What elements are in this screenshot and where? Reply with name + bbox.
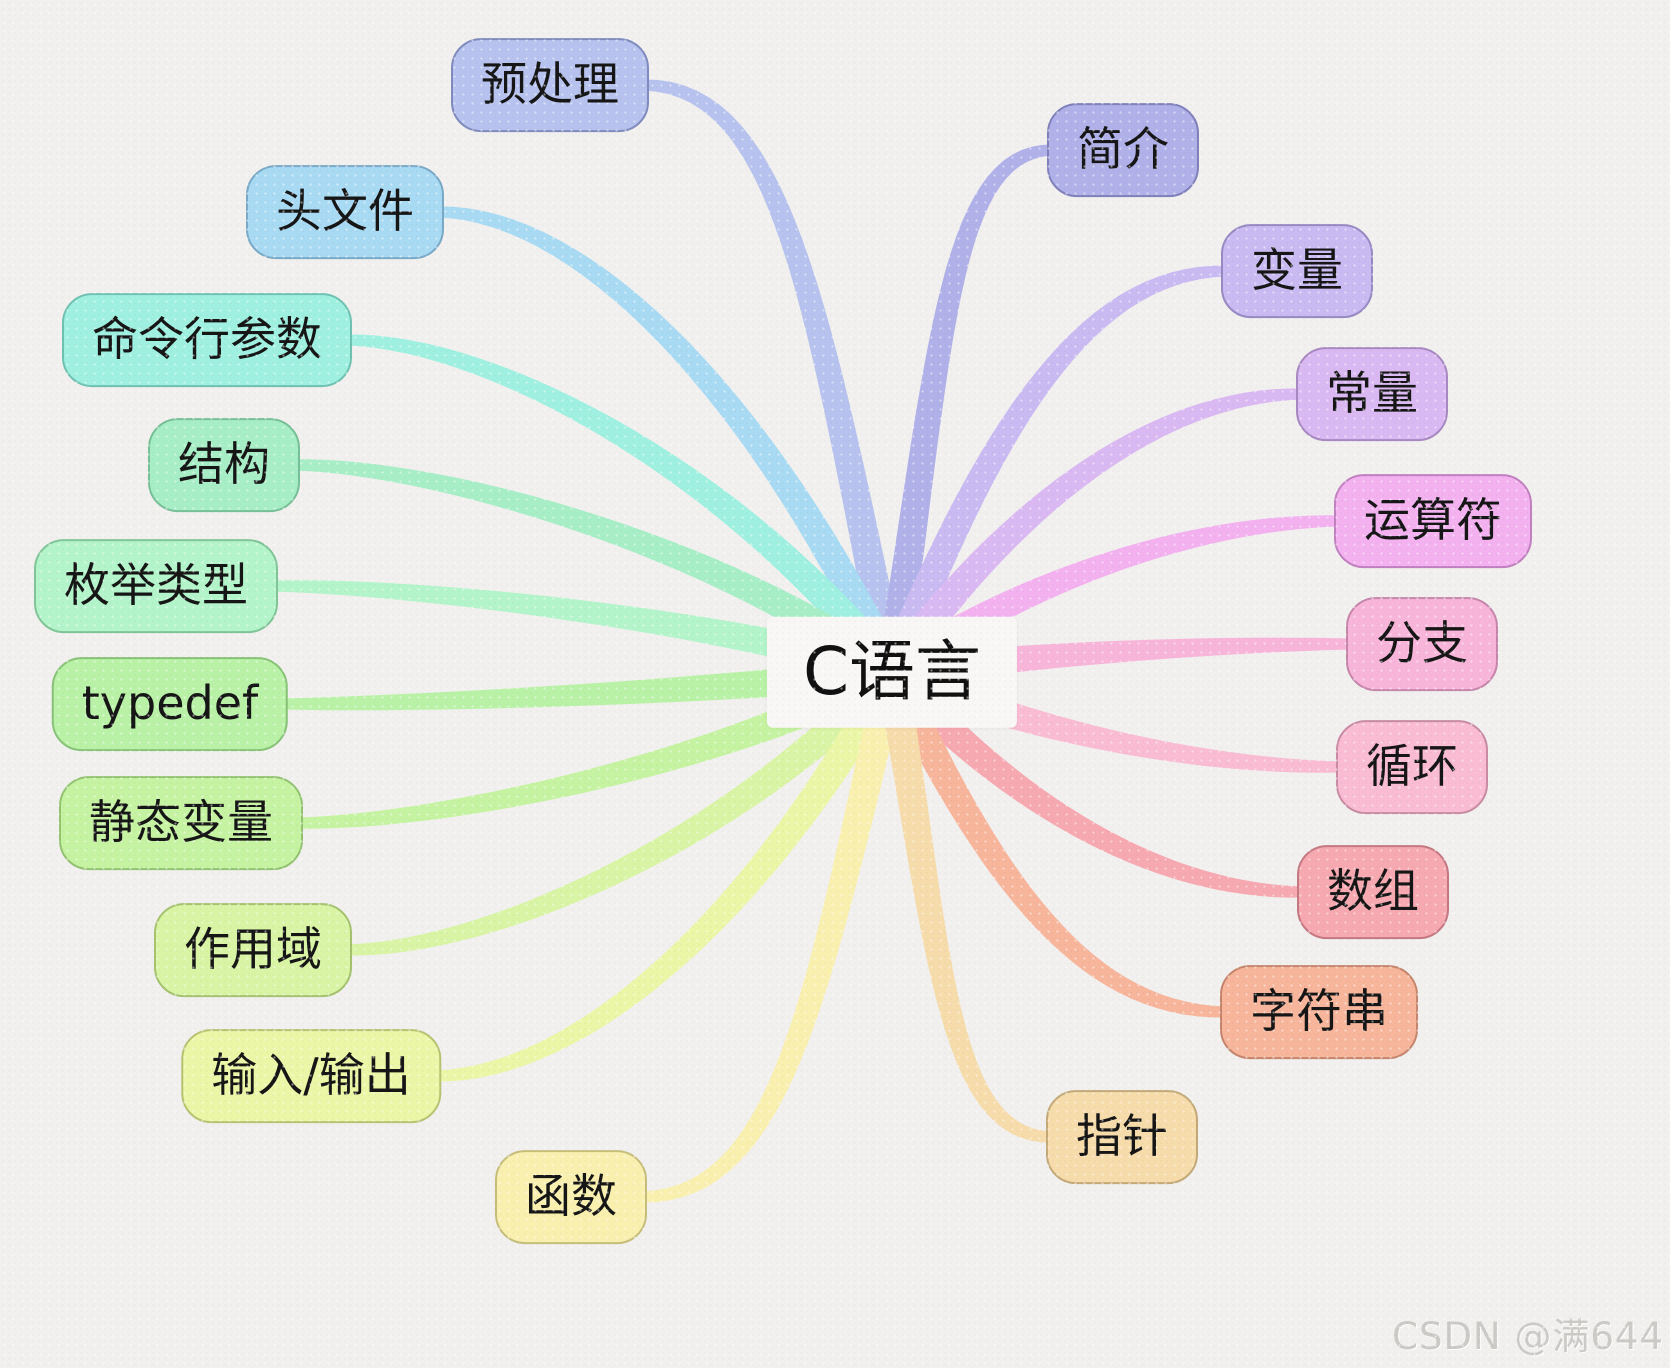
node-header-file[interactable]: 头文件 — [246, 165, 444, 259]
node-array[interactable]: 数组 — [1297, 845, 1449, 939]
connector-preprocessing — [643, 79, 908, 676]
node-input-output[interactable]: 输入/输出 — [181, 1029, 441, 1123]
node-typedef[interactable]: typedef — [51, 657, 289, 751]
watermark: CSDN @满644 — [1392, 1315, 1664, 1358]
node-enum-type[interactable]: 枚举类型 — [34, 539, 278, 633]
node-command-line-args[interactable]: 命令行参数 — [62, 293, 352, 387]
node-scope[interactable]: 作用域 — [154, 903, 352, 997]
node-constant[interactable]: 常量 — [1296, 347, 1448, 441]
connector-typedef — [282, 656, 894, 711]
node-operator[interactable]: 运算符 — [1334, 474, 1532, 568]
node-introduction[interactable]: 简介 — [1047, 103, 1199, 197]
connector-introduction — [876, 144, 1053, 675]
root-node[interactable]: C语言 — [766, 616, 1018, 728]
node-preprocessing[interactable]: 预处理 — [451, 38, 649, 132]
connector-pointer — [876, 669, 1052, 1143]
node-variable[interactable]: 变量 — [1221, 224, 1373, 318]
node-pointer[interactable]: 指针 — [1046, 1090, 1198, 1184]
node-loop[interactable]: 循环 — [1336, 720, 1488, 814]
node-static-variable[interactable]: 静态变量 — [59, 776, 303, 870]
node-function[interactable]: 函数 — [495, 1150, 647, 1244]
node-structure[interactable]: 结构 — [148, 418, 300, 512]
node-string[interactable]: 字符串 — [1220, 965, 1418, 1059]
node-branch[interactable]: 分支 — [1346, 597, 1498, 691]
